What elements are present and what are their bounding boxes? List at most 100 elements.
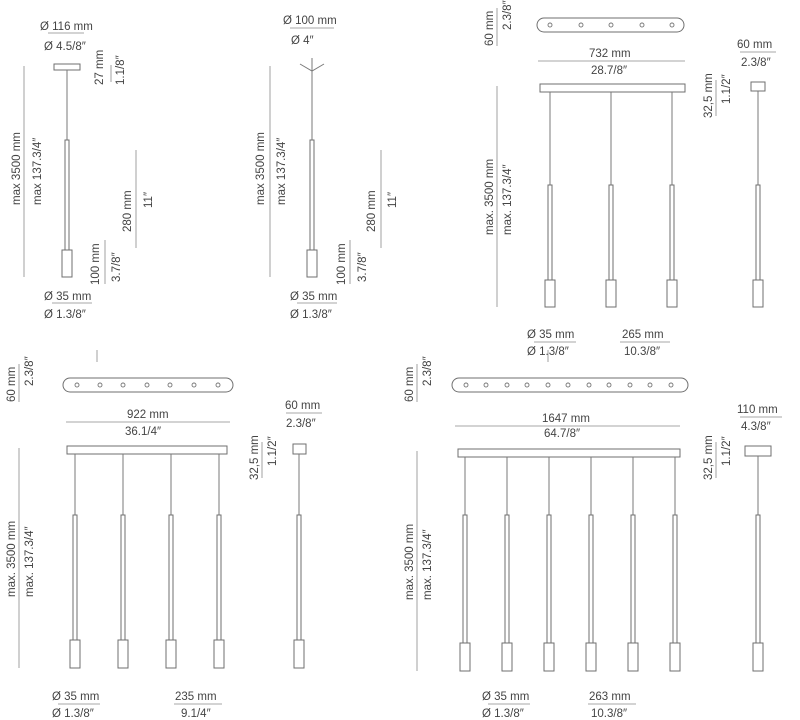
bar-holes bbox=[74, 382, 221, 388]
mount-hole bbox=[639, 22, 645, 28]
head-diameter-mm: Ø 35 mm bbox=[52, 691, 99, 703]
max-length-mm: max. 3500 mm bbox=[484, 159, 496, 235]
max-length-mm: max 3500 mm bbox=[255, 132, 267, 205]
max-length-in: max 137.3/4″ bbox=[32, 138, 44, 205]
mount-hole bbox=[74, 382, 80, 388]
stem bbox=[547, 184, 553, 281]
light-spacing-mm: 265 mm bbox=[622, 329, 664, 341]
light-head bbox=[544, 279, 556, 308]
bar-front-view bbox=[539, 83, 686, 93]
mount-hole bbox=[191, 382, 197, 388]
canopy bbox=[53, 63, 81, 71]
mount-hole bbox=[120, 382, 126, 388]
light-head bbox=[666, 279, 678, 308]
max-length-mm: max 3500 mm bbox=[11, 132, 23, 205]
side-stem bbox=[755, 184, 761, 281]
stem-length-in: 11″ bbox=[143, 192, 155, 208]
side-width-in: 2.3/8″ bbox=[286, 418, 316, 430]
head-diameter-in: Ø 1.3/8″ bbox=[482, 708, 524, 720]
side-light-head bbox=[293, 639, 305, 669]
bar-height-in: 1.1/2″ bbox=[721, 74, 733, 104]
diagram-pendant-single-a: Ø 116 mm Ø 4.5/8″ max 3500 mm max 137.3/… bbox=[11, 21, 155, 321]
head-diameter-in: Ø 1.3/8″ bbox=[290, 309, 332, 321]
max-length-in: max. 137.3/4″ bbox=[502, 164, 514, 235]
stem bbox=[309, 139, 315, 251]
light-head bbox=[627, 642, 639, 672]
mount-hole bbox=[627, 382, 633, 388]
light-head bbox=[213, 639, 225, 669]
bar-depth-mm: 60 mm bbox=[484, 11, 496, 46]
canopy-diameter-in: Ø 4.5/8″ bbox=[44, 41, 86, 53]
light-head bbox=[69, 639, 81, 669]
stem bbox=[462, 514, 468, 644]
max-length-in: max. 137.3/4″ bbox=[24, 526, 36, 597]
light-head bbox=[306, 249, 318, 278]
side-width-mm: 60 mm bbox=[737, 39, 772, 51]
head-diameter-in: Ø 1.3/8″ bbox=[44, 309, 86, 321]
mount-hole bbox=[668, 382, 674, 388]
light-head bbox=[117, 639, 129, 669]
light-head bbox=[543, 642, 555, 672]
mount-hole bbox=[647, 382, 653, 388]
mount-hole bbox=[586, 382, 592, 388]
side-width-in: 4.3/8″ bbox=[741, 421, 771, 433]
light-spacing-mm: 263 mm bbox=[589, 691, 631, 703]
side-width-mm: 60 mm bbox=[285, 400, 320, 412]
mount-hole bbox=[606, 382, 612, 388]
head-diameter-mm: Ø 35 mm bbox=[290, 291, 337, 303]
head-diameter-mm: Ø 35 mm bbox=[44, 291, 91, 303]
bar-holes bbox=[547, 22, 675, 28]
head-height-mm: 100 mm bbox=[336, 243, 348, 285]
max-length-in: max. 137.3/4″ bbox=[422, 529, 434, 600]
mount-hole bbox=[578, 22, 584, 28]
side-stem bbox=[296, 514, 302, 641]
max-length-in: max 137.3/4″ bbox=[276, 138, 288, 205]
stem bbox=[672, 514, 678, 644]
stem-length-mm: 280 mm bbox=[366, 190, 378, 232]
light-head bbox=[165, 639, 177, 669]
bar-side-view bbox=[744, 445, 772, 457]
bar-depth-in: 2.3/8″ bbox=[422, 356, 434, 386]
head-height-in: 3.7/8″ bbox=[357, 252, 369, 282]
light-head bbox=[61, 249, 73, 278]
bar-height-in: 1.1/2″ bbox=[267, 436, 279, 466]
light-spacing-in: 10.3/8″ bbox=[624, 346, 660, 358]
diagram-pendant-6-bar: 60 mm 2.3/8″ 1647 mm 64.7/8″ bbox=[404, 350, 782, 720]
stem bbox=[168, 514, 174, 641]
mount-hole bbox=[547, 22, 553, 28]
stem bbox=[504, 514, 510, 644]
stem bbox=[120, 514, 126, 641]
bar-side-view bbox=[750, 81, 766, 92]
bar-depth-mm: 60 mm bbox=[404, 367, 416, 402]
diagram-pendant-3-bar: 60 mm 2.3/8″ 732 mm 28.7/8″ max. 3500 mm… bbox=[484, 0, 776, 358]
head-height-in: 3.7/8″ bbox=[111, 252, 123, 282]
bar-length-in: 64.7/8″ bbox=[544, 428, 580, 440]
mount-hole bbox=[167, 382, 173, 388]
mount-hole bbox=[669, 22, 675, 28]
stem bbox=[72, 514, 78, 641]
stem-length-mm: 280 mm bbox=[122, 190, 134, 232]
bar-height-mm: 32,5 mm bbox=[703, 73, 715, 118]
head-diameter-mm: Ø 35 mm bbox=[482, 691, 529, 703]
bar-height-mm: 32,5 mm bbox=[249, 435, 261, 480]
mount-hole bbox=[565, 382, 571, 388]
bar-length-in: 36.1/4″ bbox=[125, 426, 161, 438]
canopy-height-mm: 27 mm bbox=[94, 50, 106, 85]
side-width-in: 2.3/8″ bbox=[741, 57, 771, 69]
diagram-pendant-single-b: Ø 100 mm Ø 4″ max 3500 mm max 137.3/4″ 2… bbox=[255, 15, 399, 321]
head-diameter-mm: Ø 35 mm bbox=[527, 329, 574, 341]
stem bbox=[64, 139, 70, 251]
side-light-head bbox=[752, 279, 764, 308]
mount-hole bbox=[215, 382, 221, 388]
stem-length-in: 11″ bbox=[387, 192, 399, 208]
bar-front-view bbox=[66, 445, 228, 455]
stem bbox=[546, 514, 552, 644]
head-height-mm: 100 mm bbox=[90, 243, 102, 285]
bar-length-mm: 732 mm bbox=[589, 48, 631, 60]
mount-hole bbox=[97, 382, 103, 388]
canopy-diameter-in: Ø 4″ bbox=[291, 35, 314, 47]
bar-length-in: 28.7/8″ bbox=[591, 65, 627, 77]
bar-depth-in: 2.3/8″ bbox=[502, 0, 514, 30]
